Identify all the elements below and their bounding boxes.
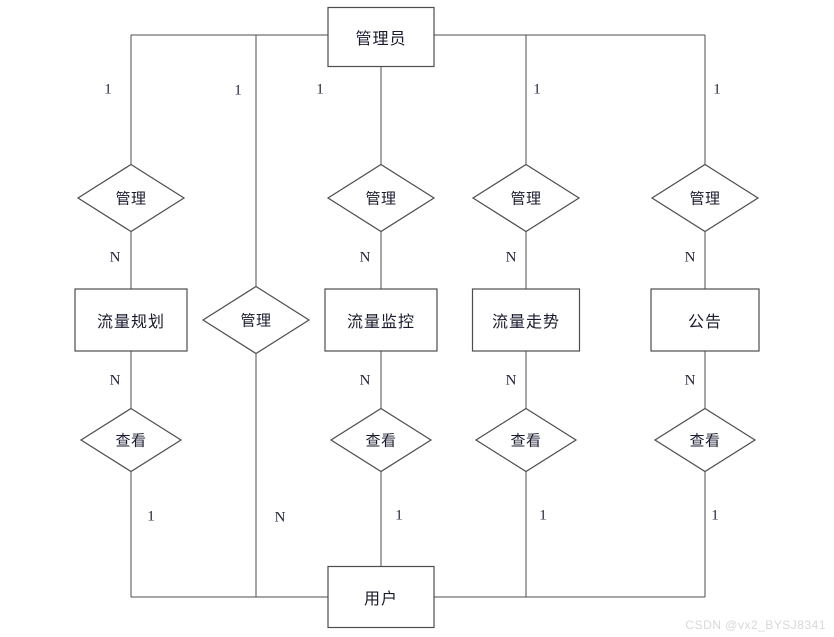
relationship-diamond-manage-user[interactable] [201,285,311,355]
relationship-diamond-manage-plan[interactable] [76,163,186,233]
relationship-diamond-manage-monitor[interactable] [326,163,436,233]
relationship-diamond-view-trend[interactable] [474,407,578,473]
shape-layer [74,6,760,629]
entity-box-plan[interactable] [74,288,188,352]
relationship-diamond-view-plan[interactable] [79,407,183,473]
relationship-diamond-view-monitor[interactable] [329,407,433,473]
entity-box-notice[interactable] [650,288,760,352]
relationship-diamond-manage-trend[interactable] [471,163,581,233]
relationship-diamond-view-notice[interactable] [653,407,757,473]
entity-box-monitor[interactable] [324,288,438,352]
entity-box-trend[interactable] [471,288,581,352]
entity-box-user[interactable] [327,565,435,629]
relationship-diamond-manage-notice[interactable] [650,163,760,233]
entity-box-admin[interactable] [327,6,435,68]
watermark-text: CSDN @vx2_BYSJ8341 [685,618,826,632]
